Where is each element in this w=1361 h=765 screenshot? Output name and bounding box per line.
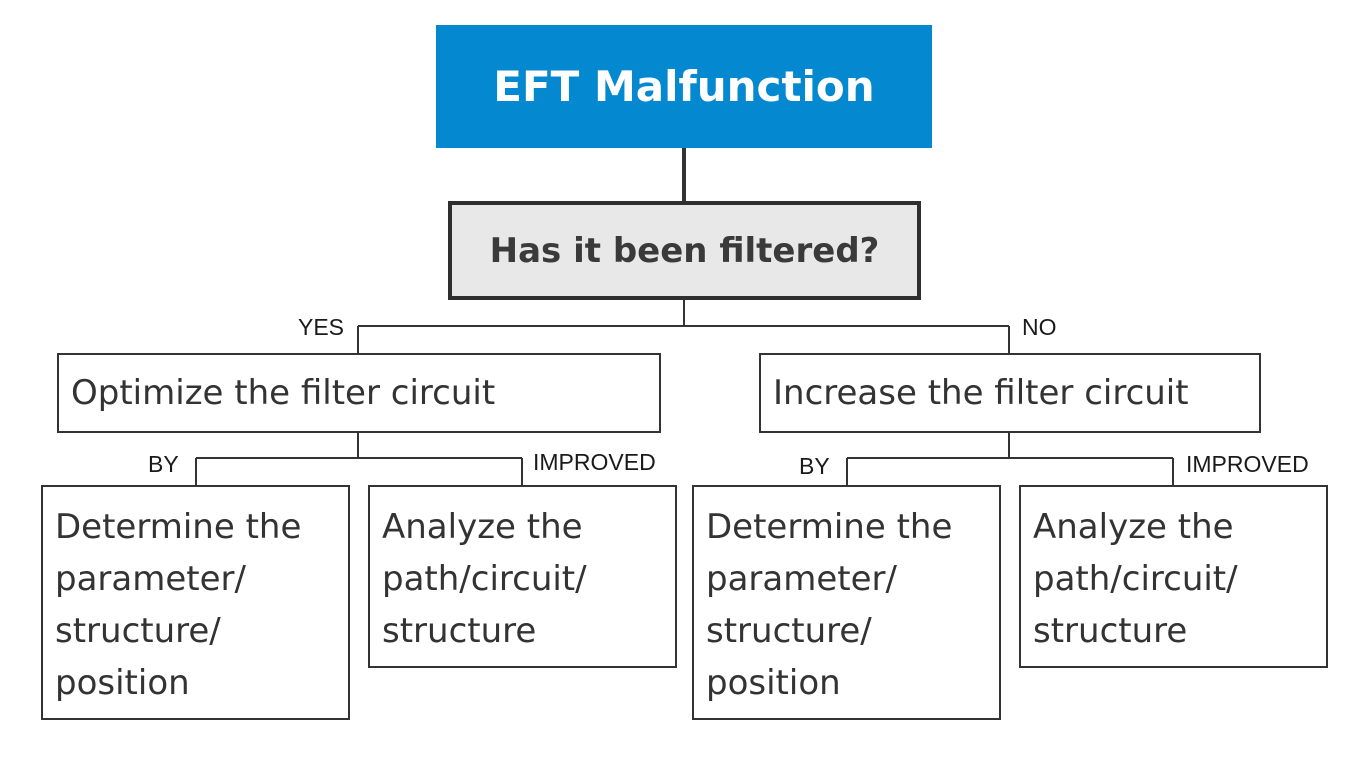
right-analyze-text: Analyze the path/circuit/ structure — [1033, 507, 1238, 651]
no-branch-label: NO — [1022, 314, 1057, 340]
left-analyze-text: Analyze the path/circuit/ structure — [382, 507, 587, 651]
right-improved-label: IMPROVED — [1186, 451, 1309, 477]
right-determine-text: Determine the parameter/ structure/ posi… — [706, 507, 953, 703]
left-determine-text: Determine the parameter/ structure/ posi… — [55, 507, 302, 703]
left-analyze-box: Analyze the path/circuit/ structure — [368, 485, 677, 668]
optimize-filter-box: Optimize the filter circuit — [57, 353, 661, 433]
optimize-filter-text: Optimize the filter circuit — [71, 373, 496, 413]
left-by-label: BY — [148, 451, 179, 477]
left-improved-label: IMPROVED — [533, 449, 656, 475]
yes-branch-label: YES — [298, 314, 345, 340]
right-determine-box: Determine the parameter/ structure/ posi… — [692, 485, 1001, 720]
increase-filter-box: Increase the filter circuit — [759, 353, 1261, 433]
increase-filter-text: Increase the filter circuit — [773, 373, 1189, 413]
right-analyze-box: Analyze the path/circuit/ structure — [1019, 485, 1328, 668]
root-node-box: EFT Malfunction — [436, 25, 932, 148]
decision-node-text: Has it been filtered? — [489, 230, 880, 271]
decision-node-box: Has it been filtered? — [448, 201, 921, 300]
right-by-label: BY — [799, 453, 830, 479]
left-determine-box: Determine the parameter/ structure/ posi… — [41, 485, 350, 720]
root-node-text: EFT Malfunction — [493, 62, 875, 111]
